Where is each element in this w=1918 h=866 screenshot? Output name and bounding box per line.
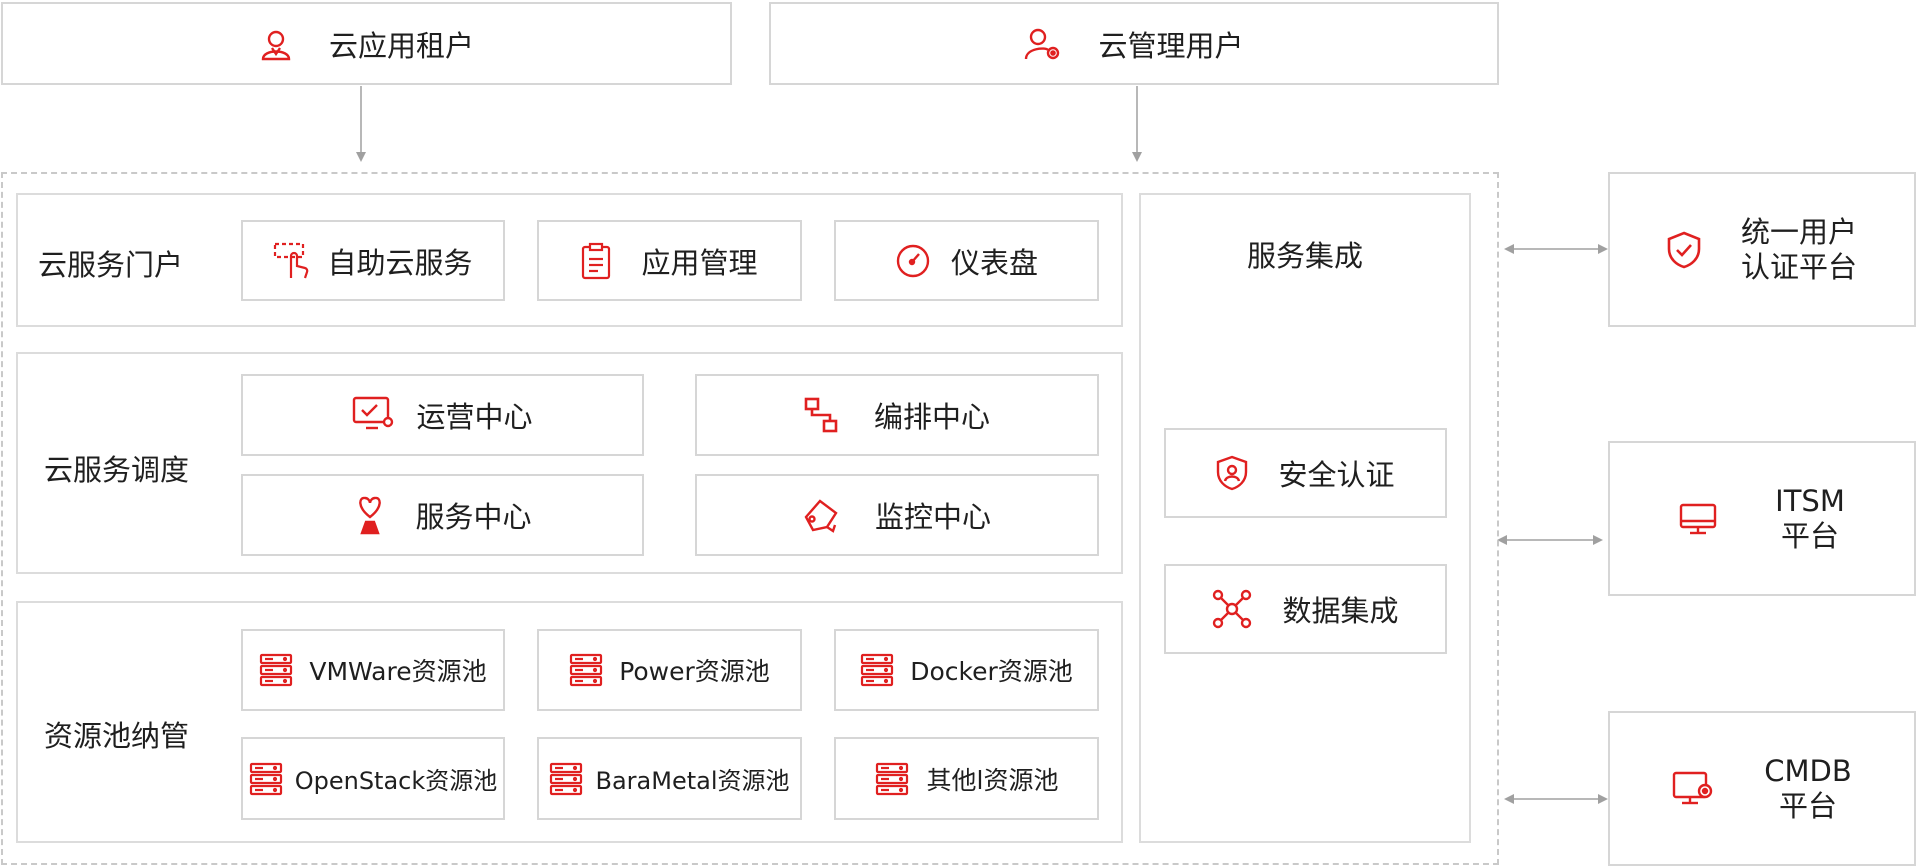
- scheduling-item-service[interactable]: 服务中心: [241, 474, 644, 556]
- shield-check-icon: [1667, 231, 1701, 269]
- tag-icon: [803, 497, 841, 533]
- scheduling-item-label: 监控中心: [874, 500, 991, 534]
- scheduling-item-orchestration[interactable]: 编排中心: [695, 374, 1099, 456]
- pools-title: 资源池纳管: [44, 719, 190, 753]
- pool-item-vmware[interactable]: VMWare资源池: [241, 629, 505, 711]
- integration-item-security-auth[interactable]: 安全认证: [1164, 428, 1447, 518]
- network-icon: [1212, 589, 1252, 629]
- server-icon: [875, 762, 909, 796]
- integration-title: 服务集成: [1246, 239, 1363, 273]
- scheduling-item-label: 运营中心: [416, 400, 533, 434]
- monitor-icon: [1679, 503, 1717, 535]
- portal-item-dashboard[interactable]: 仪表盘: [834, 220, 1099, 301]
- monitor-check-icon: [352, 396, 394, 434]
- scheduling-item-label: 编排中心: [873, 400, 990, 434]
- pool-item-label: 其他l资源池: [926, 765, 1059, 795]
- clipboard-icon: [581, 242, 611, 280]
- server-icon: [569, 653, 603, 687]
- scheduling-title: 云服务调度: [44, 453, 190, 487]
- server-icon: [259, 653, 293, 687]
- tenant-box: 云应用租户: [1, 2, 732, 85]
- pool-item-label: VMWare资源池: [309, 657, 487, 686]
- external-title-line1: CMDB: [1764, 753, 1852, 788]
- pool-item-openstack[interactable]: OpenStack资源池: [241, 737, 505, 820]
- user-icon: [259, 27, 293, 61]
- integration-item-label: 数据集成: [1282, 594, 1399, 628]
- external-itsm-platform[interactable]: ITSM 平台: [1608, 441, 1916, 596]
- touch-icon: [273, 242, 313, 280]
- pool-item-power[interactable]: Power资源池: [537, 629, 802, 711]
- external-auth-platform[interactable]: 统一用户 认证平台: [1608, 172, 1916, 327]
- pool-item-label: Docker资源池: [910, 657, 1073, 686]
- platform-container: [1, 172, 1499, 865]
- external-title-line2: 认证平台: [1740, 249, 1857, 284]
- server-icon: [860, 653, 894, 687]
- portal-item-label: 应用管理: [641, 245, 758, 280]
- flow-icon: [804, 397, 838, 433]
- external-cmdb-platform[interactable]: CMDB 平台: [1608, 711, 1916, 866]
- external-title-line1: 统一用户: [1740, 214, 1857, 249]
- pool-item-other[interactable]: 其他l资源池: [834, 737, 1099, 820]
- heart-hand-icon: [353, 495, 387, 535]
- pool-item-label: BaraMetal资源池: [595, 767, 790, 795]
- shield-user-icon: [1216, 455, 1248, 491]
- portal-item-label: 自助云服务: [327, 245, 473, 280]
- integration-section: [1139, 193, 1471, 843]
- scheduling-item-operations[interactable]: 运营中心: [241, 374, 644, 456]
- portal-item-label: 仪表盘: [950, 245, 1038, 280]
- admin-label: 云管理用户: [1098, 28, 1244, 63]
- portal-item-self-service[interactable]: 自助云服务: [241, 220, 505, 301]
- integration-item-label: 安全认证: [1278, 458, 1395, 492]
- external-title-line1: ITSM: [1775, 483, 1845, 518]
- monitor-settings-icon: [1672, 771, 1714, 807]
- user-settings-icon: [1024, 26, 1062, 62]
- external-title-line2: 平台: [1780, 518, 1839, 553]
- server-icon: [549, 762, 583, 796]
- external-title-line2: 平台: [1778, 788, 1837, 823]
- pool-item-label: Power资源池: [619, 657, 770, 686]
- pool-item-baremetal[interactable]: BaraMetal资源池: [537, 737, 802, 820]
- portal-item-app-management[interactable]: 应用管理: [537, 220, 802, 301]
- portal-title: 云服务门户: [38, 248, 184, 282]
- dashboard-icon: [895, 243, 931, 279]
- pool-item-label: OpenStack资源池: [294, 767, 498, 795]
- scheduling-item-monitoring[interactable]: 监控中心: [695, 474, 1099, 556]
- pool-item-docker[interactable]: Docker资源池: [834, 629, 1099, 711]
- server-icon: [249, 762, 283, 796]
- tenant-label: 云应用租户: [328, 28, 474, 63]
- admin-box: 云管理用户: [769, 2, 1499, 85]
- scheduling-item-label: 服务中心: [415, 500, 532, 534]
- integration-item-data-integration[interactable]: 数据集成: [1164, 564, 1447, 654]
